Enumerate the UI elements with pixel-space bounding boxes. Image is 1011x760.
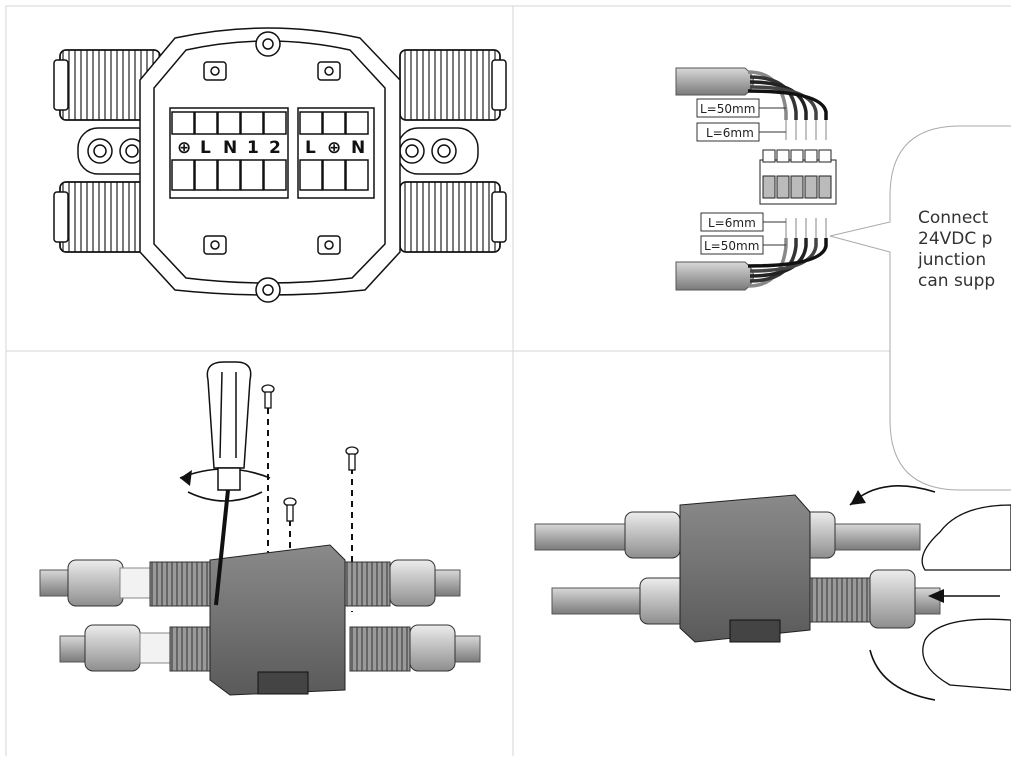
callout-line: 24VDC p	[918, 229, 993, 249]
wires-top	[747, 70, 828, 120]
cable-bottom	[675, 261, 754, 291]
junction-box-body-right	[679, 494, 811, 643]
terminal-block-right	[297, 107, 375, 199]
callout-text: Connect 24VDC p junction can supp	[918, 208, 1011, 292]
assembly-screwdriver-view	[39, 361, 481, 696]
junction-box-top-view	[53, 27, 507, 303]
callout-line: can supp	[918, 271, 996, 291]
screws	[261, 384, 359, 522]
strip-length-labels	[696, 98, 786, 255]
terminal-label-1: 1	[247, 138, 259, 158]
wire-ends-bottom	[785, 218, 827, 238]
strip-label-top-inner: L=6mm	[706, 126, 754, 140]
terminal-label-l-1: L	[200, 138, 211, 158]
terminal-label-n-1: N	[223, 138, 237, 158]
strip-label-bottom-outer: L=50mm	[704, 239, 759, 253]
cable-gland-top-right	[399, 49, 507, 121]
terminal-label-earth-2: ⊕	[327, 138, 341, 158]
assembly-tightening-view	[534, 485, 1011, 701]
strip-label-top-outer: L=50mm	[700, 102, 755, 116]
terminal-label-l-2: L	[305, 138, 316, 158]
panel-grid	[5, 5, 1011, 760]
screwdriver	[206, 361, 252, 606]
cable-gland-bottom-right	[399, 181, 507, 253]
terminal-labels: ⊕ L N 1 2 L ⊕ N	[177, 138, 365, 158]
cable-gland-top-left	[53, 49, 161, 121]
cable-top	[675, 67, 754, 96]
callout-line: junction	[918, 250, 987, 270]
hand-drawing	[921, 504, 1011, 691]
strip-label-bottom-inner: L=6mm	[708, 216, 756, 230]
mounting-ear-right	[397, 127, 479, 175]
wire-stripping-diagram: L=50mm L=6mm L=6mm L=50mm	[675, 67, 1011, 491]
terminal-label-2: 2	[269, 138, 281, 158]
mounting-ear-left	[77, 127, 159, 175]
small-terminal-block	[759, 149, 837, 205]
terminal-label-earth-1: ⊕	[177, 138, 191, 158]
terminal-label-n-2: N	[351, 138, 365, 158]
wires-bottom	[747, 238, 828, 288]
callout-line: Connect	[918, 208, 989, 228]
wire-ends-top	[785, 120, 827, 140]
callout-box	[829, 125, 1011, 491]
junction-box-body-left	[209, 544, 346, 696]
terminal-block-left	[169, 107, 289, 199]
